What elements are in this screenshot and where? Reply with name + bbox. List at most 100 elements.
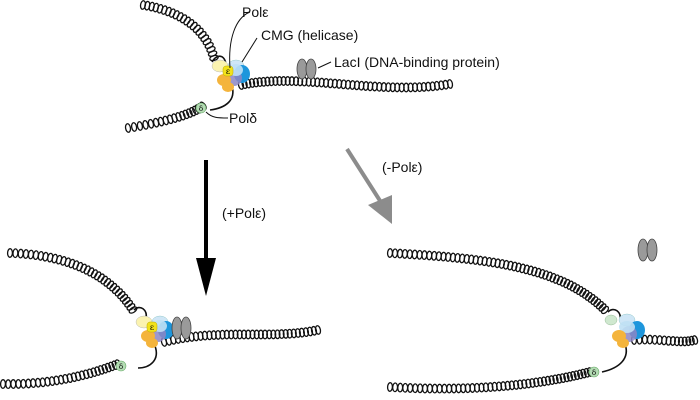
dna-coil-turn bbox=[563, 278, 571, 289]
leader-line bbox=[205, 111, 229, 119]
dna-coil-turn bbox=[573, 370, 580, 381]
dna-coil-turn bbox=[76, 261, 84, 272]
dna-coil-turn bbox=[572, 284, 581, 294]
dna-coil-turn bbox=[401, 248, 408, 259]
dna-coil-turn bbox=[189, 107, 197, 117]
pol-epsilon-core bbox=[222, 65, 234, 77]
dna-coil-turn bbox=[257, 329, 264, 340]
dna-coil-turn bbox=[391, 248, 399, 259]
dna-coil-turn bbox=[521, 379, 528, 389]
dna-coil-turn bbox=[577, 369, 584, 380]
dna-coil-turn bbox=[537, 376, 544, 387]
dna-coil-turn bbox=[525, 378, 532, 389]
panel-plus-pol-epsilon: ε δ bbox=[0, 248, 322, 390]
dna-coil-turn bbox=[407, 383, 414, 393]
dna-coil-turn bbox=[175, 112, 182, 122]
panel-minus-pol-epsilon: δ bbox=[386, 238, 699, 394]
dna-coil-turn bbox=[128, 306, 138, 314]
dna-coil-turn bbox=[15, 378, 22, 389]
epsilon-glyph: ε bbox=[226, 67, 230, 76]
dna-coil-turn bbox=[100, 275, 109, 285]
dna-coil-turn bbox=[527, 265, 534, 276]
dna-coil-turn bbox=[600, 305, 610, 315]
dna-coil-turn bbox=[641, 334, 648, 345]
dna-lower-strand bbox=[386, 367, 594, 394]
dna-coil-turn bbox=[549, 272, 557, 283]
svg-text:ε: ε bbox=[150, 323, 154, 332]
label-plus-pol-epsilon: (+Polε) bbox=[222, 205, 266, 221]
dna-coil-turn bbox=[598, 303, 607, 312]
dna-coil-turn bbox=[5, 379, 12, 390]
dna-coil-turn bbox=[441, 383, 448, 394]
dna-lower-strand bbox=[124, 101, 207, 133]
dna-coil-turn bbox=[82, 369, 90, 380]
dna-coil-turn bbox=[298, 327, 305, 338]
dna-coil-turn bbox=[186, 19, 195, 28]
dna-coil-turn bbox=[646, 334, 653, 345]
dna-coil-turn bbox=[282, 328, 289, 339]
lagging-ssdna bbox=[137, 345, 157, 369]
dna-coil-turn bbox=[426, 383, 433, 394]
dna-coil-turn bbox=[179, 110, 186, 121]
cmg-complex bbox=[604, 313, 645, 348]
dna-coil-turn bbox=[101, 364, 109, 374]
svg-text:δ: δ bbox=[119, 363, 123, 371]
label-laci: LacI (DNA-binding protein) bbox=[334, 54, 500, 70]
dna-coil-turn bbox=[20, 378, 27, 389]
dna-coil-turn bbox=[310, 325, 318, 336]
dna-coil-turn bbox=[90, 367, 98, 378]
dna-coil-turn bbox=[513, 379, 520, 390]
dna-coil-turn bbox=[274, 329, 281, 340]
dna-coil-turn bbox=[681, 336, 688, 347]
dna-coil-turn bbox=[0, 379, 7, 389]
dna-coil-turn bbox=[397, 382, 404, 393]
dna-coil-turn bbox=[284, 76, 291, 86]
dna-coil-turn bbox=[10, 379, 17, 389]
dna-coil-turn bbox=[86, 368, 94, 379]
dna-coil-turn bbox=[553, 274, 560, 284]
leader-line bbox=[317, 61, 332, 69]
dna-coil-turn bbox=[124, 299, 133, 308]
dna-coil-turn bbox=[179, 14, 188, 24]
dna-coil-turn bbox=[584, 291, 593, 301]
dna-coil-turn bbox=[256, 77, 263, 88]
dna-coil-turn bbox=[6, 248, 14, 258]
panel-initial: ε δ Polε CMG (helicase) LacI (DNA-bindin… bbox=[124, 0, 500, 133]
dna-coil-turn bbox=[97, 365, 105, 375]
leader-line bbox=[241, 37, 258, 63]
dna-coil-turn bbox=[431, 383, 438, 394]
dna-coil-turn bbox=[119, 293, 129, 302]
laci-protein bbox=[637, 238, 658, 262]
dna-coil-turn bbox=[559, 277, 567, 287]
dna-coil-turn bbox=[22, 249, 29, 259]
dna-coil-turn bbox=[278, 329, 285, 340]
label-minus-pol-epsilon: (-Polε) bbox=[382, 159, 422, 175]
dna-coil-turn bbox=[87, 267, 95, 277]
dna-duplex bbox=[237, 76, 454, 93]
dna-upper-strand bbox=[6, 248, 138, 314]
dna-coil-turn bbox=[130, 122, 138, 132]
dna-coil-turn bbox=[566, 371, 574, 382]
dna-coil-turn bbox=[402, 382, 409, 393]
dna-coil-turn bbox=[531, 266, 538, 277]
dna-coil-turn bbox=[302, 327, 310, 338]
dna-coil-turn bbox=[114, 288, 123, 297]
dna-coil-turn bbox=[417, 383, 424, 394]
dna-coil-turn bbox=[280, 76, 287, 86]
dna-coil-turn bbox=[117, 291, 126, 300]
dna-coil-turn bbox=[83, 265, 91, 275]
dna-coil-turn bbox=[421, 383, 429, 394]
dna-upper-strand bbox=[139, 0, 219, 62]
dna-coil-turn bbox=[306, 326, 314, 337]
dna-coil-turn bbox=[386, 382, 394, 392]
dna-coil-turn bbox=[412, 383, 419, 394]
dna-coil-turn bbox=[579, 287, 587, 297]
dna-coil-turn bbox=[286, 328, 293, 339]
dna-coil-turn bbox=[294, 328, 301, 338]
dna-coil-turn bbox=[552, 374, 559, 385]
dna-coil-turn bbox=[252, 77, 259, 88]
laci-protein bbox=[171, 316, 192, 340]
dna-coil-turn bbox=[544, 375, 552, 386]
dna-coil-turn bbox=[685, 336, 692, 347]
dna-coil-turn bbox=[556, 275, 564, 286]
